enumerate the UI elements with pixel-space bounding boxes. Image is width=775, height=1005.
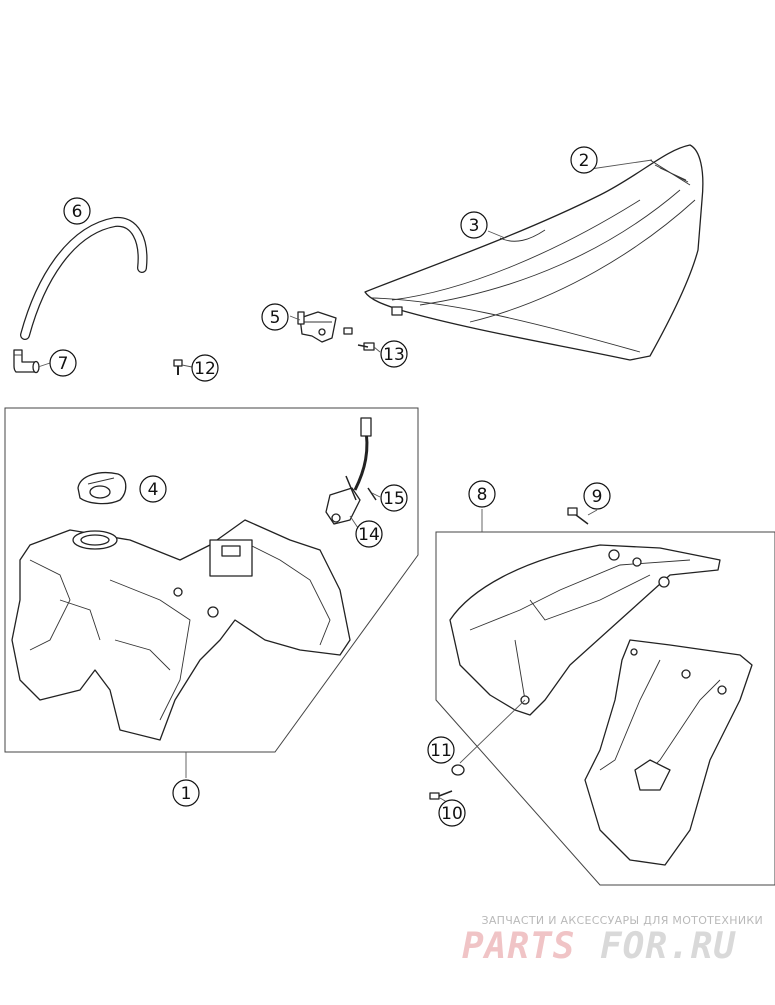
seat [364,144,704,361]
svg-text:7: 7 [58,354,69,374]
svg-text:5: 5 [270,308,281,328]
callout-6: 6 [63,197,91,225]
side-panel [449,544,721,716]
screw-12-part [173,359,183,375]
callout-13: 13 [380,340,408,368]
callout-7: 7 [49,349,77,377]
svg-text:6: 6 [72,202,83,222]
callout-2: 2 [570,146,598,174]
fuel-hose [20,216,148,340]
svg-text:10: 10 [441,804,463,824]
fuel-tank [11,519,351,741]
svg-text:12: 12 [194,359,216,379]
watermark-logo-right: FOR.RU [600,926,736,967]
screw-13-part [357,342,375,351]
svg-text:15: 15 [383,489,405,509]
callout-8: 8 [468,480,496,508]
screw-9-part [567,507,589,525]
callout-9: 9 [583,482,611,510]
callout-3: 3 [460,211,488,239]
panel-group-frame [435,531,775,886]
svg-text:3: 3 [469,216,480,236]
callout-1: 1 [172,779,200,807]
callout-15: 15 [380,484,408,512]
tank-group-frame [4,407,419,753]
callout-4: 4 [139,475,167,503]
fuel-cap [77,472,127,505]
seat-bracket [297,311,353,343]
fuel-tap [325,417,377,525]
watermark-caption: ЗАПЧАСТИ И АКСЕССУАРЫ ДЛЯ МОТОТЕХНИКИ [481,914,763,927]
elbow-fitting [13,349,40,374]
callout-14: 14 [355,520,383,548]
washer-11-part [451,764,465,776]
rear-side-cover [584,639,753,866]
watermark-logo-left: PARTS [462,926,575,967]
svg-text:1: 1 [181,784,192,804]
callout-10: 10 [438,799,466,827]
watermark: ЗАПЧАСТИ И АКСЕССУАРЫ ДЛЯ МОТОТЕХНИКИ PA… [462,914,763,967]
callout-5: 5 [261,303,289,331]
svg-text:2: 2 [579,151,590,171]
svg-text:4: 4 [148,480,159,500]
callout-11: 11 [427,736,455,764]
svg-text:13: 13 [383,345,405,365]
screw-10-part [429,790,453,800]
svg-text:9: 9 [592,487,603,507]
svg-text:11: 11 [430,741,452,761]
callout-12: 12 [191,354,219,382]
svg-text:8: 8 [477,485,488,505]
leader-lines [37,159,653,806]
svg-text:14: 14 [358,525,380,545]
